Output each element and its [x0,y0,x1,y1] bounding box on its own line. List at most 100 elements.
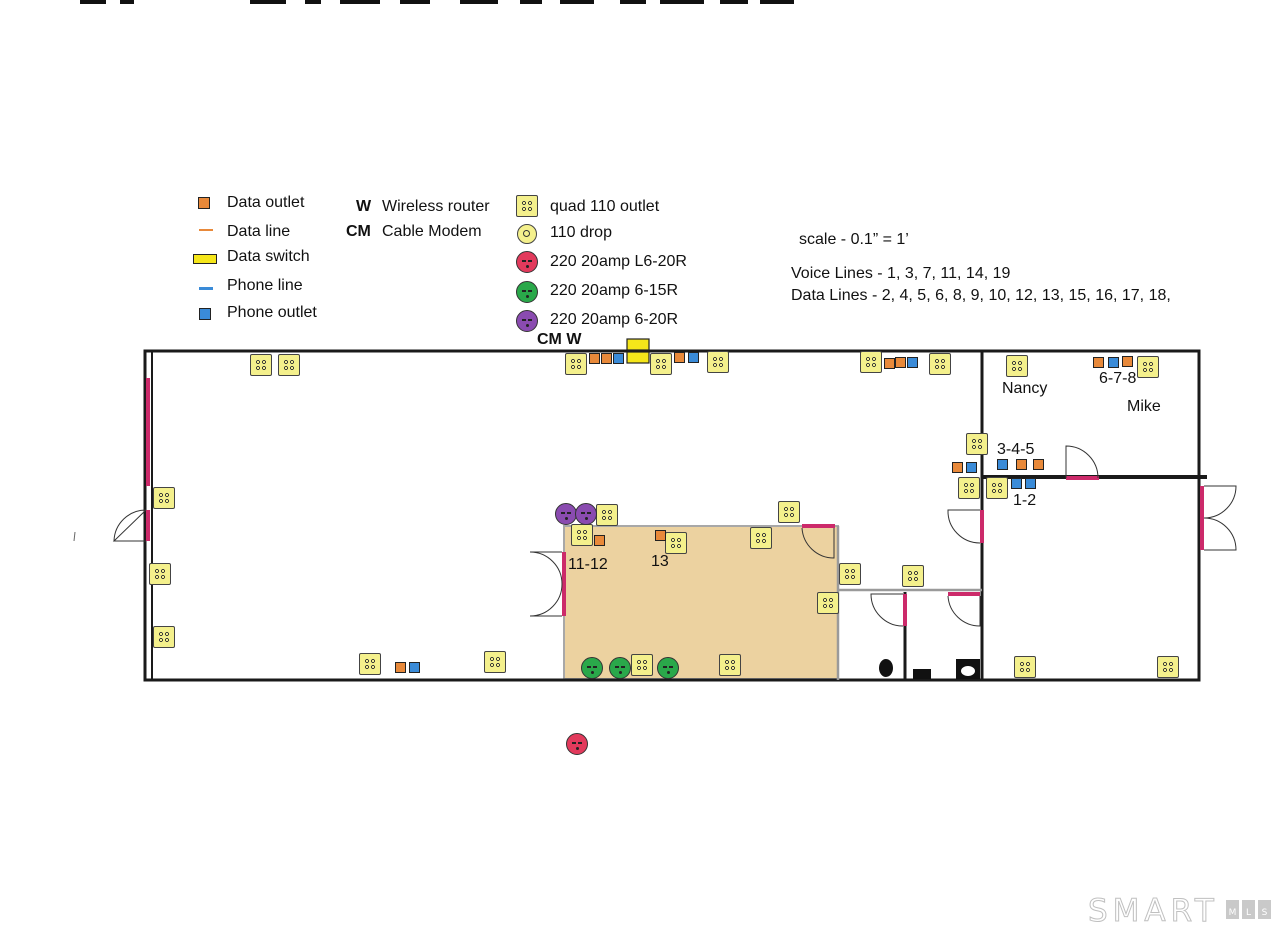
brand-letter-box: M [1226,900,1239,919]
receptacle-6-15r-icon [516,281,538,303]
label-13: 13 [651,553,669,570]
quad-outlet [153,487,175,509]
quad-outlet [571,524,593,546]
scale-note: scale - 0.1” = 1’ [799,231,909,248]
phone-outlet-icon [199,308,211,320]
wireless-router-key: W [356,198,372,215]
receptacle-l6-20r-icon [516,251,538,273]
phone-outlet [1025,478,1036,489]
receptacle-6-20r [575,503,597,525]
conference-room-area [563,525,839,680]
quad-outlet [596,504,618,526]
phone-outlet [613,353,624,364]
door-swings [112,445,1237,627]
quad-outlet [986,477,1008,499]
label-cm-w: CM W [537,331,582,348]
label-11-12: 11-12 [568,556,608,573]
legend-220-6-20r: 220 20amp 6-20R [550,311,679,328]
quad-outlet [1006,355,1028,377]
quad-outlet [250,354,272,376]
drop-110-icon [517,224,537,244]
quad-outlet [650,353,672,375]
legend-data-outlet: Data outlet [227,194,305,211]
data-outlet [884,358,895,369]
data-outlet [674,352,685,363]
legend-220-l6-20r: 220 20amp L6-20R [550,253,687,270]
door-openings [146,378,1204,626]
legend-wireless-router: Wireless router [382,198,490,215]
interior-walls [903,351,1207,680]
bathroom-fixtures [879,659,980,679]
receptacle-6-15r [609,657,631,679]
data-outlet [1033,459,1044,470]
legend-220-6-15r: 220 20amp 6-15R [550,282,679,299]
data-outlet [601,353,612,364]
quad-outlet [966,433,988,455]
label-mike: Mike [1127,398,1161,415]
phone-outlet [997,459,1008,470]
label-1-2: 1-2 [1013,492,1037,509]
data-outlet [1093,357,1104,368]
data-line-icon [199,229,213,231]
legend-data-switch: Data switch [227,248,310,265]
quad-outlet [839,563,861,585]
phone-outlet [907,357,918,368]
receptacle-6-20r-icon [516,310,538,332]
quad-outlet [631,654,653,676]
cropped-heading-fragments [80,0,794,4]
phone-outlet [409,662,420,673]
label-6-7-8: 6-7-8 [1099,370,1137,387]
legend-cable-modem: Cable Modem [382,223,482,240]
quad-outlet [153,626,175,648]
receptacle-l6-20r [566,733,588,755]
label-3-4-5: 3-4-5 [997,441,1035,458]
data-lines-note: Data Lines - 2, 4, 5, 6, 8, 9, 10, 12, 1… [791,287,1171,304]
phone-outlet [1108,357,1119,368]
phone-outlet [688,352,699,363]
quad-outlet [929,353,951,375]
quad-outlet [750,527,772,549]
legend-110-drop: 110 drop [550,224,612,241]
top-wall-cabling [626,338,650,364]
brand-letter-box: S [1258,900,1271,919]
receptacle-6-15r [581,657,603,679]
phone-line-icon [199,287,213,290]
data-outlet [589,353,600,364]
data-switch-icon [193,254,217,264]
quad-outlet [817,592,839,614]
data-outlet [952,462,963,473]
cable-modem-key: CM [346,223,371,240]
quad-outlet [860,351,882,373]
receptacle-6-15r [657,657,679,679]
quad-outlet [1137,356,1159,378]
data-outlet [395,662,406,673]
quad-outlet [778,501,800,523]
quad-outlet [707,351,729,373]
quad-outlet [565,353,587,375]
quad-outlet-icon [516,195,538,217]
data-outlet [895,357,906,368]
brand-letter-box: L [1242,900,1255,919]
data-outlet [655,530,666,541]
data-outlet [1122,356,1133,367]
quad-outlet [1157,656,1179,678]
outer-walls [143,349,1201,682]
quad-outlet [1014,656,1036,678]
data-outlet [594,535,605,546]
brand-watermark: SMART [1088,893,1219,929]
data-outlet [1016,459,1027,470]
quad-outlet [719,654,741,676]
receptacle-6-20r [555,503,577,525]
legend-phone-line: Phone line [227,277,303,294]
gray-partitions [836,526,982,680]
legend-phone-outlet: Phone outlet [227,304,317,321]
voice-lines-note: Voice Lines - 1, 3, 7, 11, 14, 19 [791,265,1011,282]
quad-outlet [278,354,300,376]
quad-outlet [359,653,381,675]
quad-outlet [958,477,980,499]
label-nancy: Nancy [1002,380,1048,397]
phone-outlet [966,462,977,473]
legend-data-line: Data line [227,223,291,240]
edge-tick [73,531,76,542]
